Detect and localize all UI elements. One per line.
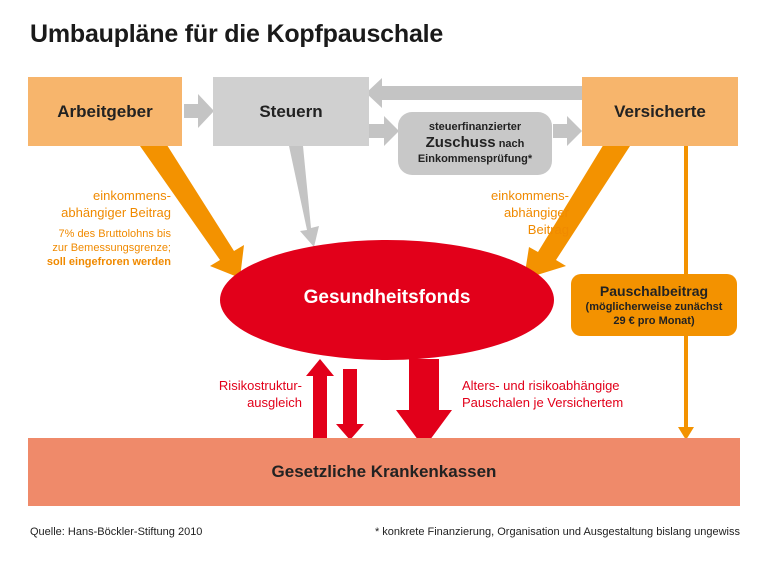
pauschalbeitrag-line1: (möglicherweise zunächst [585, 301, 723, 313]
zuschuss-big: Zuschuss [425, 134, 496, 151]
arrow-versicherte-to-fonds [524, 134, 630, 279]
risiko-line2: ausgleich [247, 395, 302, 410]
right-beitrag-label: einkommens- abhängiger Beitrag [462, 187, 569, 238]
arrow-risiko-up [306, 359, 334, 438]
page-title: Umbaupläne für die Kopfpauschale [30, 20, 444, 48]
box-arbeitgeber: Arbeitgeber [28, 77, 182, 146]
box-versicherte: Versicherte [582, 77, 738, 146]
alters-line1: Alters- und risikoabhängige [462, 378, 620, 393]
footer-source: Quelle: Hans-Böckler-Stiftung 2010 [30, 526, 203, 538]
arrow-arbeitgeber-to-steuern [184, 94, 214, 128]
right-beitrag-line2: abhängiger [503, 205, 569, 220]
pauschalbeitrag-line2: 29 € pro Monat) [613, 315, 695, 327]
left-note-line3: soll eingefroren werden [46, 256, 171, 268]
box-zuschuss: steuerfinanzierter Zuschuss nach Einkomm… [398, 112, 552, 175]
arrow-risiko-down [336, 369, 364, 440]
alters-line2: Pauschalen je Versichertem [462, 395, 624, 410]
risiko-line1: Risikostruktur- [218, 378, 302, 393]
arrow-pauschalen-down [396, 359, 452, 448]
arrow-steuern-to-fonds [289, 146, 319, 247]
right-beitrag-line3: Beitrag [527, 222, 569, 237]
box-steuern: Steuern [213, 77, 369, 146]
zuschuss-line2: Zuschuss nach [426, 135, 525, 152]
left-beitrag-label: einkommens- abhängiger Beitrag [30, 187, 171, 221]
arrow-arbeitgeber-to-fonds [140, 134, 244, 278]
arrow-steuern-to-zuschuss [369, 116, 399, 146]
left-beitrag-line1: einkommens- [92, 188, 171, 203]
right-beitrag-line1: einkommens- [490, 188, 569, 203]
zuschuss-nach: nach [498, 138, 525, 150]
footer-note: * konkrete Finanzierung, Organisation un… [374, 526, 740, 538]
left-note-line2: zur Bemessungsgrenze; [52, 242, 171, 254]
gesundheitsfonds-label: Gesundheitsfonds [303, 287, 471, 308]
arrowhead-versicherte-to-kassen [678, 427, 694, 440]
box-pauschalbeitrag: Pauschalbeitrag (möglicherweise zunächst… [571, 274, 737, 336]
box-krankenkassen: Gesetzliche Krankenkassen [28, 438, 740, 506]
arrow-versicherte-to-steuern [366, 78, 585, 108]
arrow-zuschuss-to-versicherte [553, 116, 582, 146]
left-note-line1: 7% des Bruttolohns bis [58, 228, 171, 240]
pauschalbeitrag-title: Pauschalbeitrag [599, 283, 709, 299]
left-beitrag-note: 7% des Bruttolohns bis zur Bemessungsgre… [22, 227, 171, 269]
left-beitrag-line2: abhängiger Beitrag [61, 205, 171, 220]
gesundheitsfonds-ellipse [220, 240, 554, 360]
zuschuss-line3: Einkommensprüfung* [417, 153, 533, 165]
risikostruktur-label: Risikostruktur- ausgleich [200, 377, 302, 411]
zuschuss-line1: steuerfinanzierter [428, 121, 522, 133]
pauschalen-label: Alters- und risikoabhängige Pauschalen j… [462, 377, 692, 411]
